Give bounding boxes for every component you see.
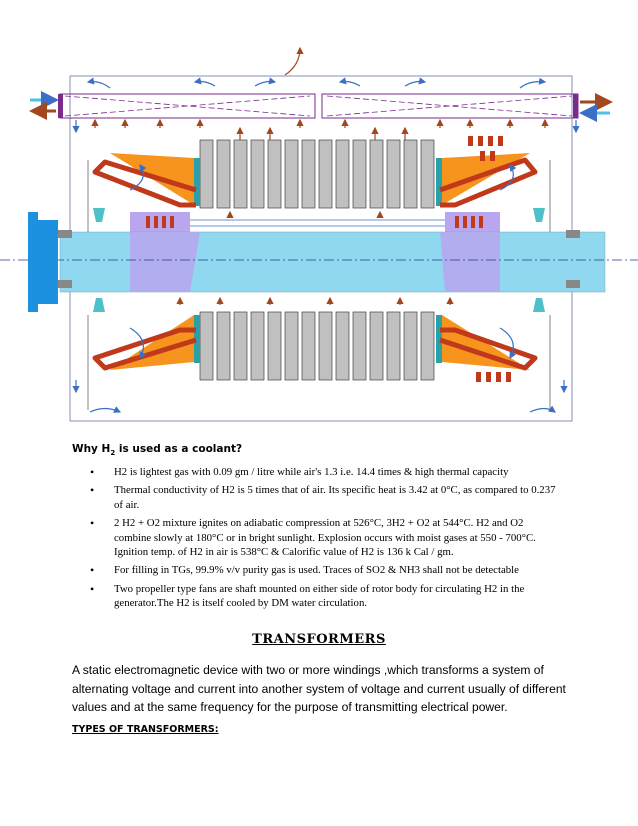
coolant-question-heading: Why H2 is used as a coolant?: [72, 443, 243, 458]
list-item: 2 H2 + O2 mixture ignites on adiabatic c…: [90, 516, 560, 559]
coolant-reasons-list: H2 is lightest gas with 0.09 gm / litre …: [90, 465, 560, 615]
list-item: For filling in TGs, 99.9% v/v purity gas…: [90, 563, 560, 578]
list-item: Two propeller type fans are shaft mounte…: [90, 582, 560, 611]
shaft-coupling: [28, 212, 38, 312]
list-item: H2 is lightest gas with 0.09 gm / litre …: [90, 465, 560, 480]
top-cooler: [58, 93, 579, 119]
rotor-body-upper: [130, 212, 190, 234]
stator-core-upper: [199, 139, 435, 209]
section-title-transformers: TRANSFORMERS: [252, 632, 386, 647]
generator-cross-section-diagram: [0, 46, 638, 422]
types-of-transformers-heading: TYPES OF TRANSFORMERS:: [72, 724, 219, 735]
stator-core-lower: [199, 311, 435, 381]
transformer-definition-paragraph: A static electromagnetic device with two…: [72, 663, 566, 714]
list-item: Thermal conductivity of H2 is 5 times th…: [90, 483, 560, 512]
